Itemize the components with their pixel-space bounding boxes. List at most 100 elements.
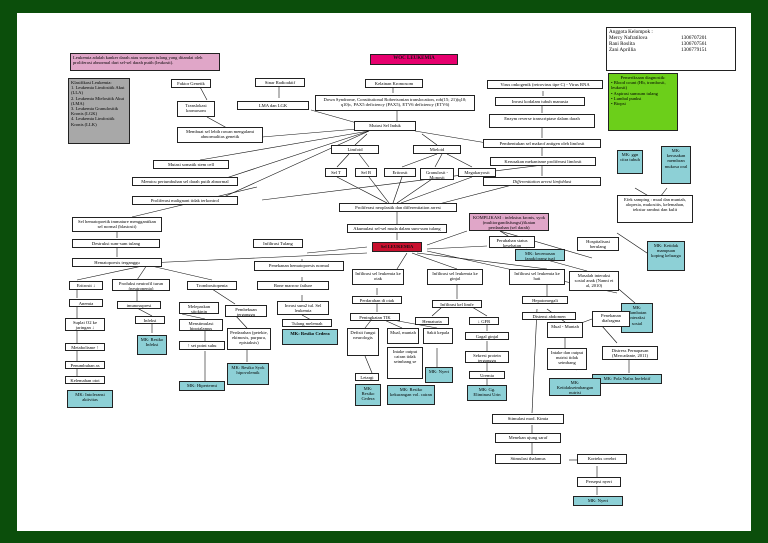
node-pembentukan-antigen: Pembentukan sel makrof antigen oleh limf… bbox=[483, 139, 601, 148]
node-destruksi: Destruksi sum-sum tulang bbox=[72, 239, 160, 248]
node-bone-marrow: Bone marrow failure bbox=[257, 281, 329, 290]
node-infiltrasi-ginjal: Infiltrasi sel leukemia ke ginjal bbox=[427, 269, 483, 285]
node-hematopoesis: Hematopoesis terganggu bbox=[72, 258, 162, 267]
node-trombositopenia: Trombositopenia bbox=[187, 281, 237, 290]
mk-intoleransi-aktivitas: MK: Intoleransi aktivitas bbox=[67, 390, 113, 408]
node-stimulasi-thalamus: Stimulasi thalamus bbox=[495, 454, 561, 464]
node-diff-arrest: Differentiation arrest limfoblast bbox=[483, 177, 601, 186]
node-mual-muntah: Mual - Muntah bbox=[547, 322, 583, 338]
node-sakit-kepala: Sakit kepala bbox=[423, 328, 453, 344]
node-anemia: Anemia bbox=[69, 299, 103, 307]
node-infiltrasi-hati: Infiltrasi sel leukemia ke hati bbox=[509, 269, 565, 285]
node-perubahan-status: Perubahan status kesehatan bbox=[489, 236, 535, 248]
node-metabolisme: Metabolisme ↑ bbox=[65, 343, 105, 351]
node-eritrosit-top: Eritrosit bbox=[384, 168, 416, 177]
mk-resiko-infeksi: MK: Resiko Infeksi bbox=[137, 335, 167, 355]
node-intake-nutrisi: Intake dan output nutrisi tidak seimbang bbox=[547, 348, 587, 370]
node-uremia: Uremia bbox=[469, 371, 505, 379]
node-komplikasi: KOMPLIKASI : infeksius kronis, syok (mul… bbox=[469, 213, 549, 231]
node-produksi-neutrofil: Produksi neutrofil turun (neutropenia) bbox=[112, 279, 170, 291]
node-melepaskan: Melepaskan sitokinin bbox=[179, 302, 219, 314]
node-hematuria: Hematuria bbox=[415, 317, 449, 325]
node-kerusakan-mekanisme: Kerusakan mekanisme proliferasi limfosit bbox=[490, 157, 596, 166]
node-sel-leukemia: Sel LEUKEMIA bbox=[372, 242, 422, 252]
mk-pola-nafas: MK: Pola Nafas Inefektif bbox=[592, 374, 662, 384]
mk-resiko-syok: MK: Resiko Syok hipovolemik bbox=[227, 363, 269, 385]
node-megakaryosit: Megakaryosit bbox=[458, 168, 496, 177]
node-invasi-kode: Invasi kodalam tubuh manusia bbox=[495, 97, 585, 106]
mk-kekurangan-cairan: MK: Resiko kekurangan vol. cairan bbox=[387, 385, 435, 405]
node-defisit-neurologis: Defisit fungsi neurologis bbox=[347, 328, 379, 356]
node-translokasi: Translokasi kromosom bbox=[177, 101, 215, 117]
node-memicu: Memicu pertumbuhan sel darah putih abnor… bbox=[132, 177, 238, 186]
node-tulang-melemah: Tulang melemah bbox=[282, 319, 332, 327]
node-faktor-genetik: Faktor Genetik bbox=[171, 79, 211, 88]
node-intake-output-cairan: Intake output cairan tidak seimbang se bbox=[387, 347, 423, 379]
node-letargi: Letargi bbox=[355, 373, 379, 381]
definition-box: Leukemia adalah kanker darah atau sumsum… bbox=[70, 53, 220, 71]
node-sinar-radioaktif: Sinar Radioaktif bbox=[255, 78, 305, 87]
node-persepsi-nyeri: Persepsi nyeri bbox=[577, 477, 621, 487]
mk-hipertermi: MK: Hipertermi bbox=[179, 381, 225, 391]
node-pembekuan: Pembekuan terganggu bbox=[225, 305, 267, 317]
node-invasi-sel: Invasi sum2 tul. Sel leukemia bbox=[277, 301, 329, 315]
node-korteks: Korteks cerebri bbox=[577, 454, 627, 464]
node-infeksi: Infeksi bbox=[135, 316, 165, 324]
mk-koping-keluarga: MK: Ketidak mampuan koping keluarga bbox=[647, 241, 685, 271]
node-prolif-neoplastik: Proliferasi neoplastik dan differentiati… bbox=[339, 203, 457, 212]
node-kelemahan-otot: Kelemahan otot bbox=[65, 376, 105, 384]
mk-resiko-cedera: MK: Resiko Cedera bbox=[355, 384, 381, 406]
node-membuat-rawan: Membuat sel lebih rawan mengalami abnorm… bbox=[177, 127, 263, 143]
node-kelainan-kromosom: Kelainan Kromosom bbox=[365, 79, 423, 88]
node-distensi: Distensi abdomen bbox=[522, 312, 576, 320]
node-mual-muntah-otak: Mual, muntah bbox=[387, 328, 419, 344]
node-somatik: Mutasi somatik stem cell bbox=[153, 160, 229, 169]
node-mutasi-sel-induk: Mutasi Sel Induk bbox=[354, 121, 416, 131]
diagram-canvas: WOC LEUKEMIA Anggota Kelompok : Mercy Na… bbox=[17, 13, 751, 531]
node-penekanan-diafragma: Penekanan diafragma bbox=[592, 311, 630, 327]
node-sel-t: Sel T bbox=[325, 168, 347, 177]
node-menstimulasi: Menstimulasi hipotalamus bbox=[179, 319, 223, 331]
node-infiltrasi-tulang: Infiltrasi Tulang bbox=[253, 239, 303, 248]
diagram-title: WOC LEUKEMIA bbox=[370, 54, 458, 65]
node-eritrosit-turun: Eritrosit ↓ bbox=[69, 281, 103, 290]
node-suplai-o2: Suplai O2 ke jaringan ↓ bbox=[65, 318, 105, 331]
classification-box: Klasifikasi Leukemia: 1. Leukemia Limfos… bbox=[68, 78, 130, 144]
mk-kecemasan: MK: kecemasan (anak/orang tua) bbox=[515, 249, 565, 261]
node-mieloid: Mieloid bbox=[413, 145, 461, 154]
node-infiltrasi-otak: Infiltrasi sel leukemia ke otak bbox=[352, 269, 404, 285]
mk-nyeri-otak: MK: Nyeri bbox=[425, 367, 453, 383]
node-gagal-ginjal: Gagal ginjal bbox=[465, 332, 509, 340]
node-infiltrasi-limfe: Infiltrasi kel limfe bbox=[432, 300, 482, 308]
group-heading: Anggota Kelompok : bbox=[609, 29, 653, 35]
mk-kerusakan-mukosa: MK: kerusakan membran mukosa oral bbox=[661, 146, 691, 184]
node-set-point-suhu: ↑ set point suhu bbox=[179, 341, 225, 350]
diagnostics-box: Pemeriksaan diagnostik: • Blood count (H… bbox=[608, 73, 678, 131]
node-distress: Distress Pernapasan (Mercadante, 2011) bbox=[602, 346, 658, 360]
mk-resiko-cedera-tulang: MK: Resiko Cedera bbox=[282, 329, 338, 345]
mk-nyeri: MK: Nyeri bbox=[573, 496, 623, 506]
node-masalah-interaksi: Masalah interaksi sosial anak (Nanni et … bbox=[569, 271, 619, 291]
node-enzim: Enzym reverse transcriptase dalam darah bbox=[489, 114, 595, 128]
node-granulosit: Granulosit - Monosit bbox=[420, 168, 454, 180]
node-hepatomegali: Hepatomegali bbox=[522, 296, 568, 304]
node-stimulasi-kimia: Stimulasi mod. Kimia bbox=[492, 414, 564, 424]
node-virus: Virus onkogenik (retrovirus tipe C) - Vi… bbox=[487, 80, 603, 89]
mk-eliminasi-urin: MK: Gg. Eliminasi Urin bbox=[467, 385, 507, 401]
node-sekresi: Sekresi protein terganggu bbox=[465, 351, 509, 363]
node-sel-b: Sel B bbox=[355, 168, 377, 177]
node-perdarahan-otak: Perdarahan di otak bbox=[352, 296, 402, 304]
node-pemakaian-laktat: Penumbuhan as laktat bbox=[65, 361, 105, 369]
node-down-syndrome: Down Syndrome, Constitutional Robertsoni… bbox=[315, 95, 475, 111]
mk-ketidakseimbangan-nutrisi: MK: Ketidakseimbangan nutrisi bbox=[549, 378, 601, 396]
node-perdarahan: Perdarahan (petekie, ekimosis, purpura, … bbox=[227, 328, 271, 350]
node-peningkatan-tik: Peningkatan TIK bbox=[350, 313, 400, 321]
node-prolif-malignant: Proliferasi malignant tidak terkontrol bbox=[132, 196, 238, 205]
node-limfoid: Limfoid bbox=[331, 145, 379, 154]
node-menekan-saraf: Menekan ujung saraf bbox=[495, 433, 561, 443]
node-lma-lgk: LMA dan LGK bbox=[237, 101, 309, 110]
